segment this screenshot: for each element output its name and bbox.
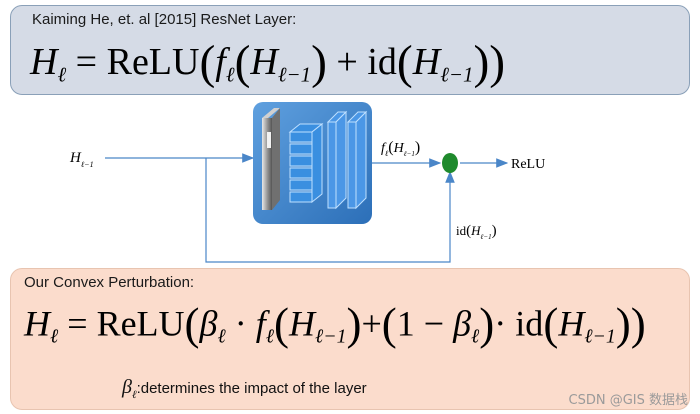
convex-formula: Hℓ = ReLU(βℓ · fℓ(Hℓ−1)+(1 − βℓ)· id(Hℓ−… [24,298,646,350]
relu-output-label: ReLU [511,157,545,172]
input-label: Hℓ−1 [69,150,94,169]
beta-symbol: βℓ [122,376,137,398]
convex-caption: Our Convex Perturbation: [24,274,194,291]
identity-label: id(Hℓ−1) [456,223,497,241]
block-output-label: fℓ(Hℓ−1) [381,139,420,158]
network-block-icon [253,102,372,224]
sum-node [442,153,458,173]
beta-note-text: :determines the impact of the layer [137,380,367,397]
beta-note: βℓ:determines the impact of the layer [122,376,367,401]
watermark: CSDN @GIS 数据栈 [569,389,689,408]
